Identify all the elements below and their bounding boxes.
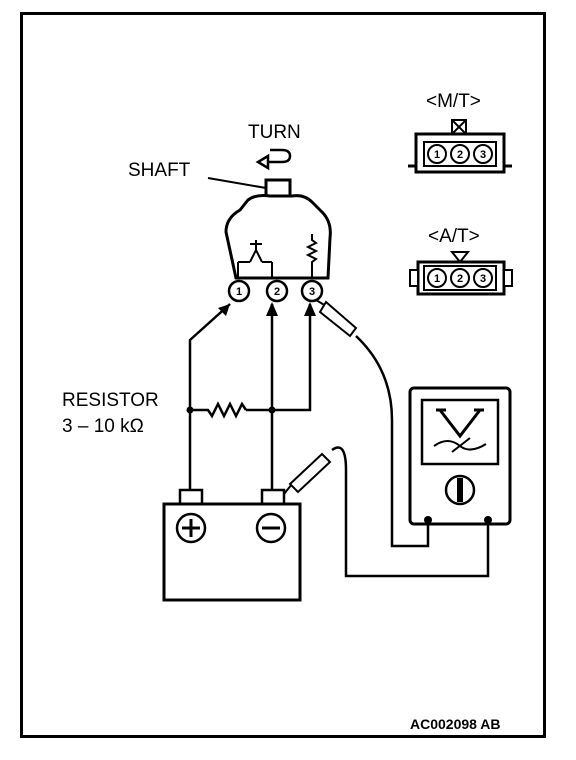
- resistor-label: RESISTOR: [62, 390, 159, 411]
- mt-label: <M/T>: [426, 91, 481, 112]
- diagram-frame: [20, 12, 546, 738]
- battery-positive-post: [178, 488, 204, 506]
- mt-pin-3-label: 3: [480, 149, 486, 161]
- resistor-symbol: [190, 401, 248, 419]
- voltmeter-knob: [444, 474, 476, 506]
- sensor-pin-3-label: 3: [309, 286, 315, 298]
- at-pin-2-label: 2: [457, 273, 463, 285]
- wire-voltmeter-negative: [331, 446, 490, 578]
- at-connector: 1 2 3: [409, 251, 513, 296]
- junction-dots: [186, 406, 276, 414]
- sensor-pin-3: 3: [300, 279, 324, 303]
- voltmeter-v-icon: [436, 408, 484, 439]
- mt-pin-2-label: 2: [457, 149, 463, 161]
- voltmeter-display: [420, 398, 500, 466]
- mt-pin-1-label: 1: [434, 149, 440, 161]
- probe-pin3: [315, 299, 358, 338]
- voltmeter: [408, 386, 512, 526]
- arrow-pin3: [304, 302, 316, 316]
- at-label: <A/T>: [428, 226, 480, 247]
- turn-label: TURN: [248, 122, 301, 143]
- wire-pin1-battery-positive: [188, 303, 231, 492]
- battery-negative-symbol: [255, 512, 287, 544]
- arrow-pin1: [218, 304, 230, 316]
- wire-voltmeter-positive: [355, 335, 430, 548]
- battery: [162, 488, 302, 602]
- sensor-body: [224, 178, 332, 280]
- figure-code: AC002098 AB: [410, 716, 501, 732]
- turn-arrow-icon: [255, 148, 292, 171]
- wire-arrows: [218, 302, 316, 316]
- arrow-pin2: [266, 302, 278, 316]
- sensor-pin-1-label: 1: [236, 286, 242, 298]
- shaft-label: SHAFT: [128, 160, 191, 181]
- sensor-switch-symbol: [237, 234, 319, 278]
- at-pin-3-label: 3: [480, 273, 486, 285]
- sensor-pin-1: 1: [227, 279, 251, 303]
- resistor-value-label: 3 – 10 kΩ: [62, 416, 144, 437]
- sensor-pin-2: 2: [265, 279, 289, 303]
- wires: [188, 303, 490, 578]
- battery-positive-symbol: [175, 512, 207, 544]
- shaft-leader-line: [207, 177, 267, 189]
- wire-pin3-resistor: [246, 304, 312, 412]
- probe-battery-negative: [283, 452, 332, 495]
- at-pin-1-label: 1: [434, 273, 440, 285]
- battery-negative-post: [260, 488, 286, 506]
- mt-connector: 1 2 3: [408, 119, 512, 174]
- voltmeter-negative-jack: [484, 516, 492, 524]
- voltmeter-positive-jack: [424, 516, 432, 524]
- sensor-pin-2-label: 2: [274, 286, 280, 298]
